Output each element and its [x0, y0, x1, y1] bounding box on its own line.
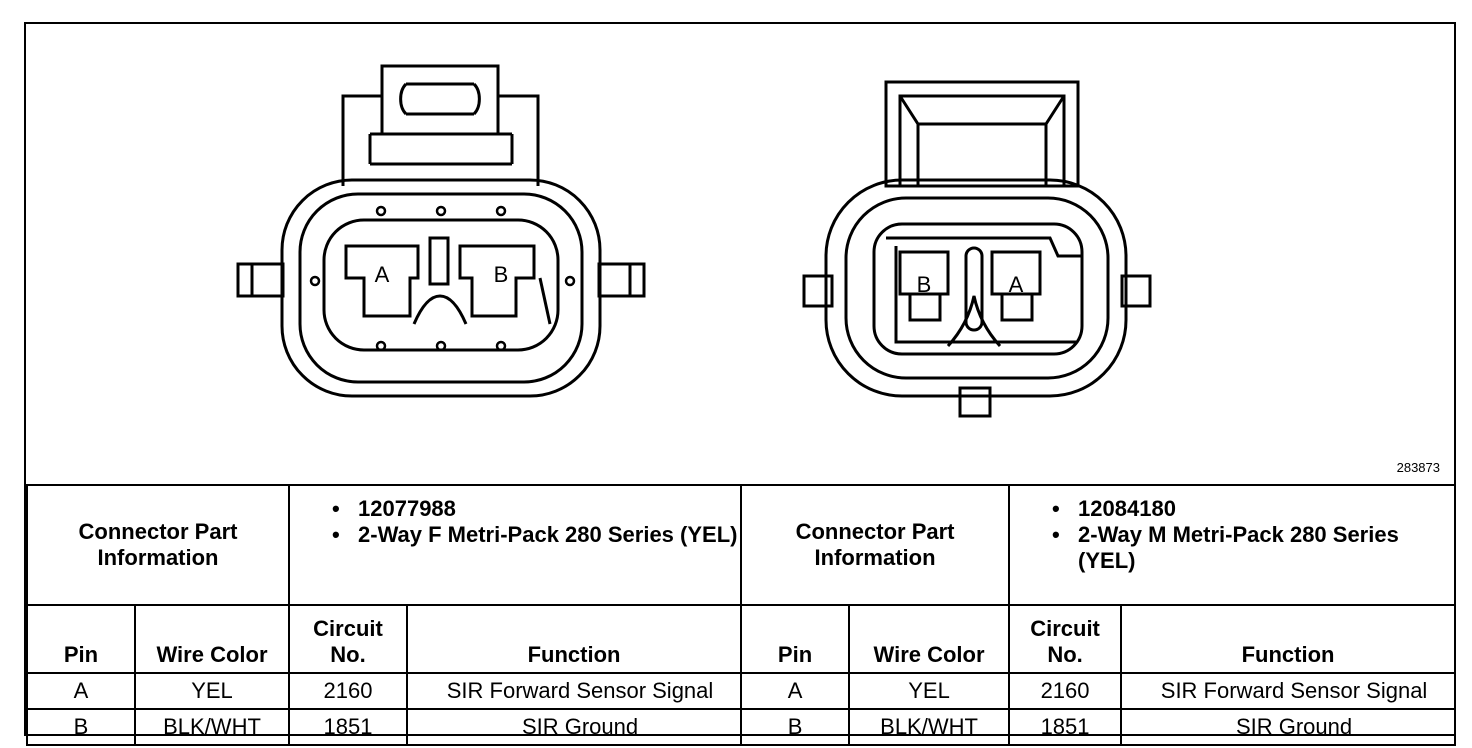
center-key-male [964, 246, 984, 332]
wire-color-cell: BLK/WHT [133, 708, 291, 746]
pin-letter: B [917, 272, 932, 297]
wire-color-header: Wire Color [848, 604, 1011, 674]
pin-letter: B [494, 262, 509, 287]
ear-left [236, 262, 285, 298]
function-cell: SIR Forward Sensor Signal [406, 672, 743, 710]
part-info-item: •12077988 [332, 496, 456, 521]
pin-cell: B [740, 708, 851, 746]
connector-drawings: A B B A [236, 64, 1152, 418]
pin-header: Pin [26, 604, 136, 674]
wire-color-header: Wire Color [133, 604, 291, 674]
part-info-list: •12077988 •2-Way F Metri-Pack 280 Series… [288, 484, 743, 606]
part-info-item: •12084180 [1052, 496, 1176, 521]
wire-color-cell: YEL [133, 672, 291, 710]
circuit-cell: 1851 [1008, 708, 1123, 746]
part-info-item: •2-Way M Metri-Pack 280 Series (YEL) [1052, 522, 1399, 573]
ear-right [597, 262, 646, 298]
ear-right-male [1120, 274, 1152, 308]
pin-header: Pin [740, 604, 851, 674]
housing-female [280, 178, 602, 398]
latch-female [341, 64, 540, 186]
figure-id: 283873 [1396, 460, 1440, 475]
circuit-cell: 2160 [1008, 672, 1123, 710]
function-header: Function [1120, 604, 1457, 674]
circuit-cell: 1851 [288, 708, 409, 746]
function-header: Function [406, 604, 743, 674]
pin-letter: A [1009, 272, 1024, 297]
pin-cell: B [26, 708, 136, 746]
ear-left-male [802, 274, 834, 308]
cavity-b [458, 244, 536, 318]
table-row: B BLK/WHT 1851 SIR Ground B BLK/WHT 1851… [26, 708, 1457, 746]
pin-cell: A [740, 672, 851, 710]
function-cell: SIR Ground [1120, 708, 1457, 746]
cavity-a [344, 244, 420, 318]
center-key [428, 236, 450, 286]
wire-color-cell: BLK/WHT [848, 708, 1011, 746]
housing-male [824, 178, 1128, 398]
part-info-list: •12084180 •2-Way M Metri-Pack 280 Series… [1008, 484, 1457, 606]
function-cell: SIR Forward Sensor Signal [1120, 672, 1457, 710]
key-bottom [958, 386, 992, 418]
pin-cell: A [26, 672, 136, 710]
function-cell: SIR Ground [406, 708, 743, 746]
wire-color-cell: YEL [848, 672, 1011, 710]
latch-male [884, 80, 1080, 188]
connector-female-drawing [236, 64, 646, 398]
part-info-item: •2-Way F Metri-Pack 280 Series (YEL) [332, 522, 738, 547]
table-row: A YEL 2160 SIR Forward Sensor Signal A Y… [26, 672, 1457, 710]
connector-male-drawing [802, 80, 1152, 418]
pin-letter: A [375, 262, 390, 287]
circuit-cell: 2160 [288, 672, 409, 710]
